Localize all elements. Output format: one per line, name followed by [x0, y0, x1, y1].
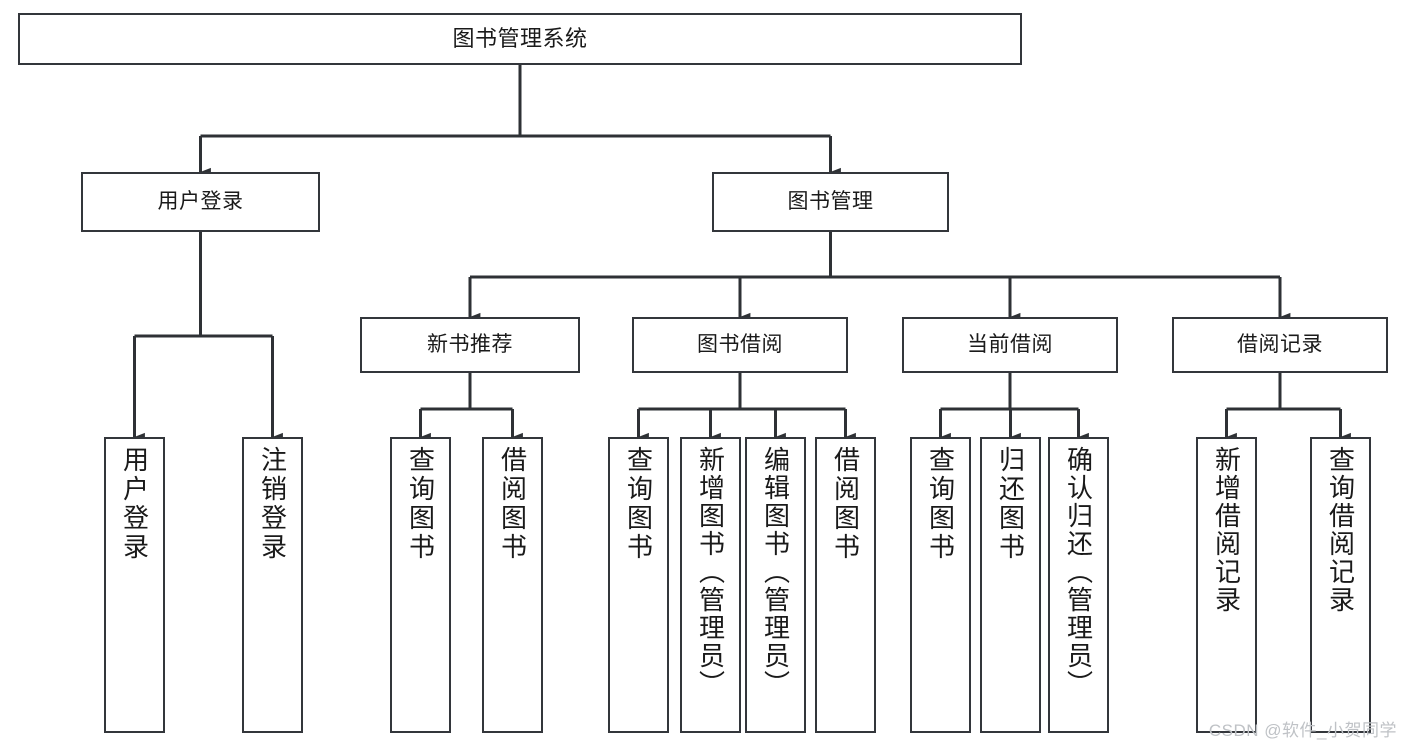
node-label: 借阅图书 — [830, 446, 861, 562]
node-label: 借阅图书 — [497, 446, 528, 562]
node-login[interactable]: 用户登录 — [81, 172, 320, 232]
node-l3[interactable]: 查询图书 — [390, 437, 451, 733]
node-label: 新增借阅记录 — [1211, 446, 1242, 614]
node-l1[interactable]: 用户登录 — [104, 437, 165, 733]
node-label: 图书管理系统 — [452, 26, 588, 52]
node-current[interactable]: 当前借阅 — [902, 317, 1118, 373]
watermark: CSDN @软件_小贺同学 — [1208, 721, 1397, 740]
node-label: 归还图书 — [995, 446, 1026, 562]
node-l8[interactable]: 借阅图书 — [815, 437, 876, 733]
node-label: 当前借阅 — [967, 332, 1053, 356]
node-records[interactable]: 借阅记录 — [1172, 317, 1388, 373]
node-l9[interactable]: 查询图书 — [910, 437, 971, 733]
node-root[interactable]: 图书管理系统 — [18, 13, 1022, 65]
node-bookmgr[interactable]: 图书管理 — [712, 172, 949, 232]
node-label: 查询图书 — [925, 446, 956, 562]
node-label: 用户登录 — [157, 189, 244, 213]
node-l5[interactable]: 查询图书 — [608, 437, 669, 733]
node-l7[interactable]: 编辑图书（管理员） — [745, 437, 806, 733]
node-label: 图书管理 — [787, 189, 874, 213]
node-l6[interactable]: 新增图书（管理员） — [680, 437, 741, 733]
node-l12[interactable]: 新增借阅记录 — [1196, 437, 1257, 733]
node-label: 新增图书（管理员） — [695, 446, 726, 698]
node-l13[interactable]: 查询借阅记录 — [1310, 437, 1371, 733]
node-l11[interactable]: 确认归还（管理员） — [1048, 437, 1109, 733]
node-label: 图书借阅 — [697, 332, 783, 356]
node-label: 新书推荐 — [427, 332, 513, 356]
node-label: 注销登录 — [257, 446, 288, 562]
node-label: 查询图书 — [623, 446, 654, 562]
node-label: 查询借阅记录 — [1325, 446, 1356, 614]
node-l10[interactable]: 归还图书 — [980, 437, 1041, 733]
node-l2[interactable]: 注销登录 — [242, 437, 303, 733]
node-label: 确认归还（管理员） — [1063, 446, 1094, 698]
node-label: 编辑图书（管理员） — [760, 446, 791, 698]
node-borrow[interactable]: 图书借阅 — [632, 317, 848, 373]
connector-lines — [133, 65, 1351, 442]
node-l4[interactable]: 借阅图书 — [482, 437, 543, 733]
node-label: 查询图书 — [405, 446, 436, 562]
node-label: 借阅记录 — [1237, 332, 1323, 356]
node-newbook[interactable]: 新书推荐 — [360, 317, 580, 373]
node-label: 用户登录 — [119, 446, 150, 562]
